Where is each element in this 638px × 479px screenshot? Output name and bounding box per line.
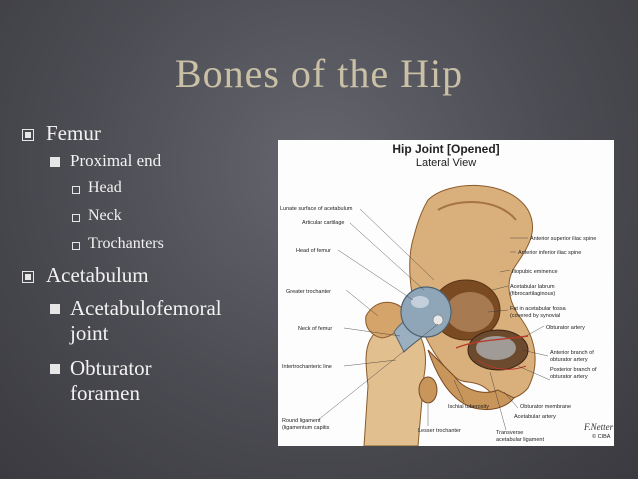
- bullet-trochanters: Trochanters: [72, 233, 164, 255]
- label-intertrochanteric-line: Intertrochanteric line: [282, 364, 332, 370]
- bullet-text: Acetabulum: [46, 263, 149, 287]
- bullet-text: Obturator foramen: [70, 356, 152, 405]
- bullet-square-icon: [50, 304, 60, 314]
- bullet-text: Femur: [46, 121, 101, 145]
- bullet-femur: Femur: [22, 120, 101, 146]
- label-fat-acetabular-fossa: Fat in acetabular fossa: [510, 306, 567, 312]
- figure-title: Hip Joint [Opened]: [392, 142, 500, 156]
- figure-subtitle: Lateral View: [415, 157, 477, 169]
- anatomy-drawing: Lunate surface of acetabulum Articular c…: [280, 185, 614, 446]
- bullet-neck: Neck: [72, 205, 122, 227]
- label-transverse-acetabular-ligament: acetabular ligament: [496, 437, 544, 443]
- copyright-mark: © CIBA: [592, 433, 611, 440]
- bullet-acetabulofemoral-joint: Acetabulofemoral joint: [50, 296, 222, 346]
- label-acetabular-labrum: Acetabular labrum: [510, 284, 555, 290]
- label-fibrocartilaginous: (fibrocartilaginous): [510, 291, 555, 297]
- bullet-square-icon: [50, 157, 60, 167]
- label-posterior-branch: Posterior branch of: [550, 367, 597, 373]
- bullet-text: Trochanters: [88, 235, 164, 252]
- bullet-box-icon: [22, 271, 34, 283]
- bullet-square-icon: [50, 364, 60, 374]
- bullet-small-box-icon: [72, 186, 80, 194]
- label-anterior-branch-2: obturator artery: [550, 357, 588, 363]
- label-lesser-trochanter: Lesser trochanter: [418, 428, 461, 434]
- bullet-text: Acetabulofemoral joint: [70, 296, 222, 345]
- hip-joint-illustration: Hip Joint [Opened] Lateral View: [278, 140, 614, 446]
- bullet-obturator-foramen: Obturator foramen: [50, 356, 152, 406]
- label-greater-trochanter: Greater trochanter: [286, 289, 331, 295]
- bullet-head: Head: [72, 177, 122, 199]
- bullet-small-box-icon: [72, 214, 80, 222]
- label-aiis: Anterior inferior iliac spine: [518, 250, 581, 256]
- lesser-trochanter: [418, 376, 438, 404]
- bullet-acetabulum: Acetabulum: [22, 262, 149, 288]
- label-asis: Anterior superior iliac spine: [530, 236, 596, 242]
- femur-head: [400, 286, 452, 338]
- slide-title: Bones of the Hip: [174, 51, 464, 96]
- label-round-ligament: Round ligament: [282, 418, 321, 424]
- artist-signature: F.Netter: [583, 422, 614, 432]
- label-articular-cartilage: Articular cartilage: [302, 220, 345, 226]
- label-lunate-surface: Lunate surface of acetabulum: [280, 206, 353, 212]
- label-acetabular-artery: Acetabular artery: [514, 414, 556, 420]
- label-anterior-branch: Anterior branch of: [550, 350, 594, 356]
- label-obturator-artery: Obturator artery: [546, 325, 585, 331]
- bullet-small-box-icon: [72, 242, 80, 250]
- bullet-text: Neck: [88, 207, 122, 224]
- label-head-of-femur: Head of femur: [296, 248, 331, 254]
- bullet-text: Head: [88, 179, 122, 196]
- label-obturator-membrane: Obturator membrane: [520, 404, 571, 410]
- label-posterior-branch-2: obturator artery: [550, 374, 588, 380]
- label-iliopubic-eminence: Iliopubic eminence: [512, 269, 558, 275]
- label-transverse: Transverse: [496, 430, 523, 436]
- label-ligamentum-capitis: (ligamentum capitis: [282, 425, 330, 431]
- label-covered-by-synovial: (covered by synovial: [510, 313, 560, 319]
- bullet-box-icon: [22, 129, 34, 141]
- label-ischial-tuberosity: Ischial tuberosity: [448, 404, 489, 410]
- bullet-proximal-end: Proximal end: [50, 149, 161, 173]
- ischium-shape: [427, 349, 515, 411]
- label-neck-of-femur: Neck of femur: [298, 326, 332, 332]
- obturator-artery: [455, 335, 529, 349]
- bullet-text: Proximal end: [70, 151, 162, 170]
